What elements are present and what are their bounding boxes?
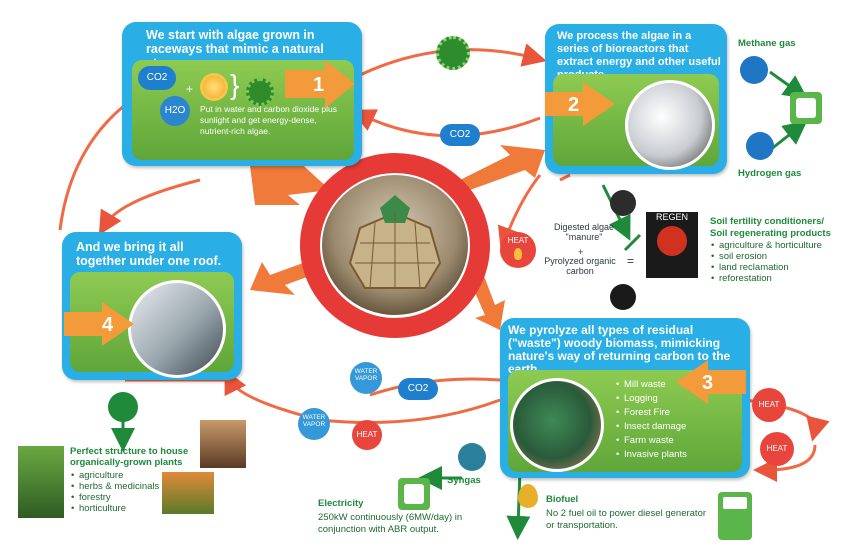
syngas-label: Syngas	[447, 475, 481, 486]
hydrogen-flame-icon	[746, 132, 774, 160]
sun-icon	[203, 76, 225, 98]
interior-photo	[128, 280, 226, 378]
equals-label: =	[627, 254, 635, 268]
plus-sign: +	[186, 82, 194, 96]
step3-title: We pyrolyze all types of residual ("wast…	[508, 323, 731, 376]
regen-product-image: REGEN	[646, 212, 698, 278]
svg-text:1: 1	[313, 74, 324, 96]
algae-transfer-icon	[436, 36, 470, 70]
brace-icon: }	[230, 69, 240, 100]
pyrolyzer-photo	[510, 378, 604, 472]
svg-text:3: 3	[702, 372, 713, 394]
hydrogen-label: Hydrogen gas	[738, 168, 802, 179]
water-drop-icon: H2O	[160, 96, 190, 126]
plants-photo-2	[200, 420, 246, 468]
co2-cloud-bottom-icon: CO2	[398, 378, 438, 400]
structure-title: Perfect structure to house organically-g…	[70, 446, 189, 468]
pyrolyzed-label: Pyrolyzed organic carbon	[544, 256, 616, 276]
electricity-desc: 250kW continuously (6MW/day) in conjunct…	[318, 512, 463, 535]
biofuel-title: Biofuel	[546, 494, 579, 505]
water-vapor-badge-2: WATER VAPOR	[298, 408, 330, 440]
step4-title: And we bring it all together under one r…	[76, 240, 222, 268]
heat-badge-right-1: HEAT	[752, 388, 786, 422]
step1-desc: Put in water and carbon dioxide plus sun…	[200, 104, 338, 136]
fuel-pump-icon	[718, 492, 752, 540]
structure-list: agriculture herbs & medicinals forestry …	[70, 470, 159, 514]
water-vapor-badge-1: WATER VAPOR	[350, 362, 382, 394]
feedstock-list: Mill waste Logging Forest Fire Insect da…	[615, 378, 687, 462]
co2-cloud-icon: CO2	[138, 66, 176, 90]
biofuel-drop-icon	[518, 484, 538, 508]
electric-outlet-icon	[398, 478, 430, 510]
step2-number-arrow: 2	[545, 82, 615, 126]
plants-photo-3	[162, 472, 214, 514]
greenhouse-icon	[348, 195, 442, 289]
co2-return-cloud-icon: CO2	[440, 124, 480, 146]
regen-list: agriculture & horticulture soil erosion …	[710, 240, 822, 284]
heat-badge-center: HEAT	[500, 232, 536, 268]
bioreactor-photo	[625, 80, 715, 170]
step1-number-arrow: 1	[285, 60, 355, 108]
methane-flame-icon	[740, 56, 768, 84]
plus-label: +	[578, 247, 584, 257]
biochar-icon	[610, 284, 636, 310]
step3-number-arrow: 3	[676, 360, 746, 404]
digested-label: Digested algae "manure"	[553, 222, 615, 242]
plant-leaf-icon	[108, 392, 138, 422]
syngas-flame-icon	[458, 443, 486, 471]
outlet-icon	[790, 92, 822, 124]
heat-badge-bottom: HEAT	[352, 420, 382, 450]
svg-text:4: 4	[102, 314, 114, 336]
svg-text:2: 2	[568, 94, 579, 116]
manure-icon	[610, 190, 636, 216]
plants-photo-1	[18, 446, 64, 518]
step4-number-arrow: 4	[64, 302, 134, 346]
methane-label: Methane gas	[738, 38, 796, 49]
biofuel-desc: No 2 fuel oil to power diesel generator …	[546, 508, 707, 531]
step2-title: We process the algae in a series of bior…	[557, 30, 721, 81]
heat-badge-right-2: HEAT	[760, 432, 794, 466]
algae-icon	[246, 78, 274, 106]
electricity-title: Electricity	[318, 498, 364, 509]
regen-title: Soil fertility conditioners/ Soil regene…	[710, 216, 831, 239]
